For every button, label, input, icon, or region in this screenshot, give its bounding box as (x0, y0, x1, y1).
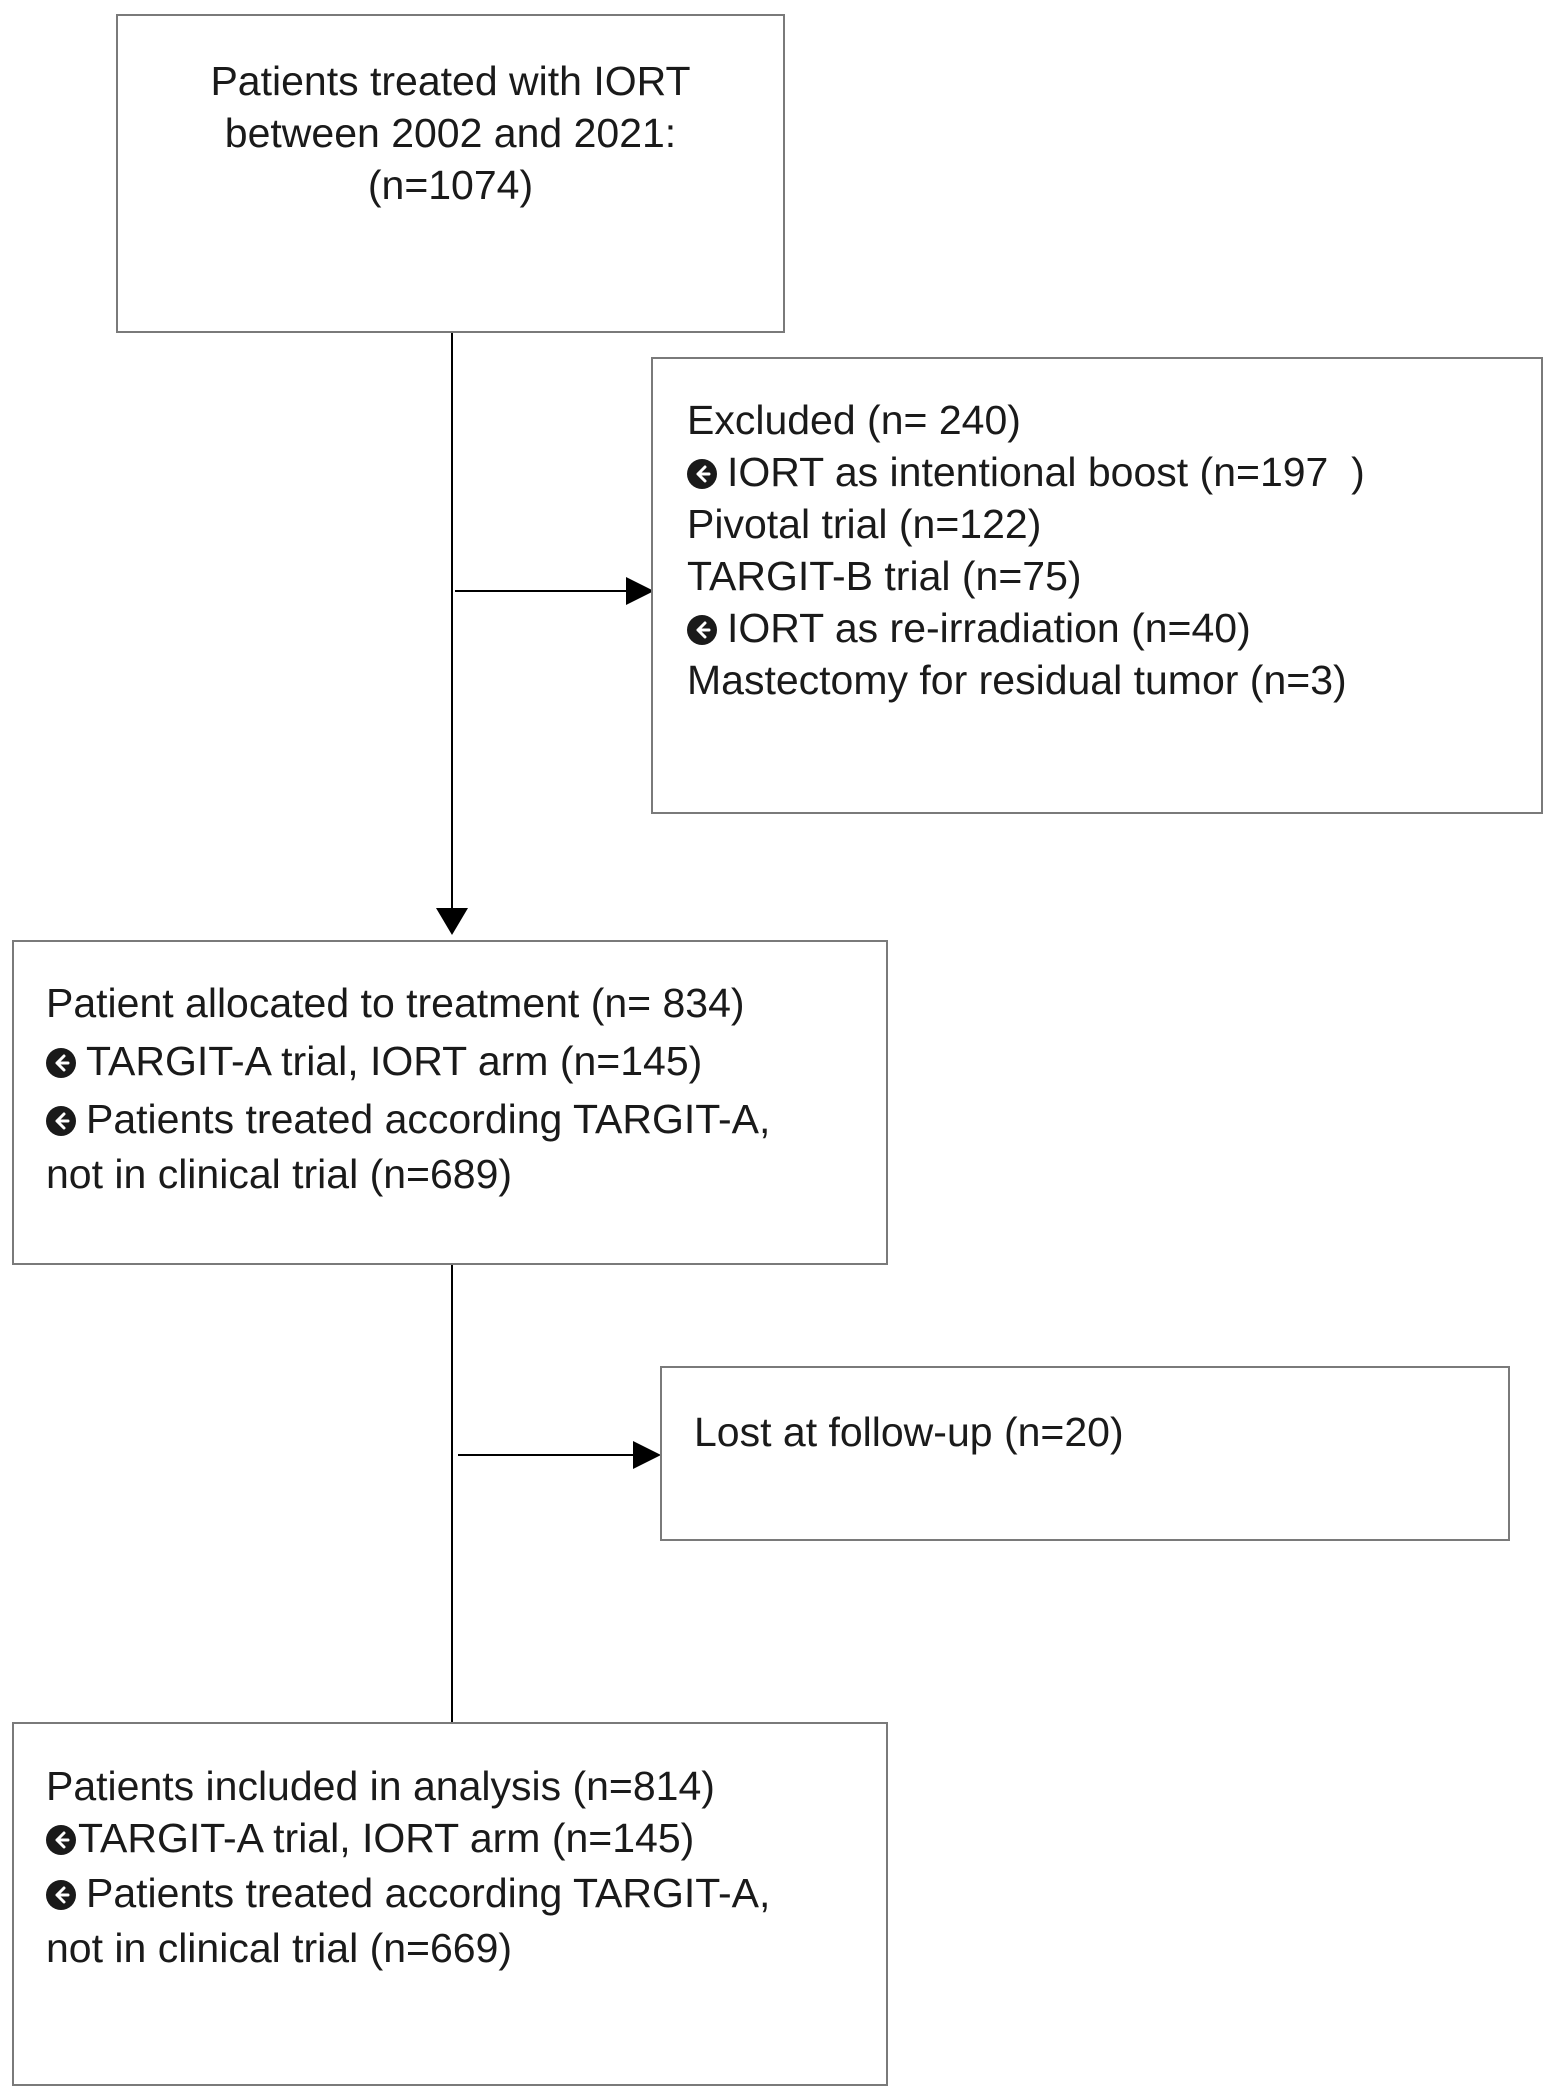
excluded-title: Excluded (n= 240) (687, 397, 1021, 443)
excluded-item-mastectomy: Mastectomy for residual tumor (n=3) (687, 657, 1347, 703)
arrowhead-lost (633, 1441, 661, 1469)
included-item-not-in-trial: Patients treated according TARGIT-A, (46, 1864, 886, 1922)
circle-arrow-left-icon (46, 1880, 76, 1910)
circle-arrow-left-icon (46, 1106, 76, 1136)
start-line-2: between 2002 and 2021: (224, 110, 677, 156)
included-title: Patients included in analysis (n=814) (46, 1763, 715, 1809)
circle-arrow-left-icon (46, 1825, 76, 1855)
box-included: Patients included in analysis (n=814) TA… (12, 1722, 888, 2086)
excluded-item-reirradiation: IORT as re-irradiation (n=40) (687, 602, 1541, 654)
box-patients-treated: Patients treated with IORT between 2002 … (116, 14, 785, 333)
excluded-sub-targit-b: TARGIT-B trial (n=75) (687, 553, 1082, 599)
excluded-item-boost: IORT as intentional boost (n=197 ) (687, 446, 1541, 498)
allocated-item-targit-a-label: TARGIT-A trial, IORT arm (n=145) (86, 1038, 703, 1084)
circle-arrow-left-icon (687, 615, 717, 645)
lost-title: Lost at follow-up (n=20) (694, 1409, 1124, 1455)
included-item-not-in-trial-label: Patients treated according TARGIT-A, (86, 1870, 771, 1916)
allocated-item-not-in-trial-cont: not in clinical trial (n=689) (46, 1151, 513, 1197)
allocated-item-not-in-trial: Patients treated according TARGIT-A, (46, 1090, 886, 1148)
start-line-3: (n=1074) (367, 162, 534, 208)
box-excluded: Excluded (n= 240) IORT as intentional bo… (651, 357, 1543, 814)
included-item-targit-a: TARGIT-A trial, IORT arm (n=145) (46, 1812, 886, 1864)
allocated-item-targit-a: TARGIT-A trial, IORT arm (n=145) (46, 1032, 886, 1090)
allocated-title: Patient allocated to treatment (n= 834) (46, 980, 745, 1026)
arrowhead-allocated (436, 908, 468, 935)
box-lost-followup: Lost at follow-up (n=20) (660, 1366, 1510, 1541)
included-item-targit-a-label: TARGIT-A trial, IORT arm (n=145) (78, 1815, 695, 1861)
allocated-item-not-in-trial-label: Patients treated according TARGIT-A, (86, 1096, 771, 1142)
circle-arrow-left-icon (687, 459, 717, 489)
excluded-sub-pivotal: Pivotal trial (n=122) (687, 501, 1042, 547)
start-line-1: Patients treated with IORT (210, 58, 691, 104)
box-allocated: Patient allocated to treatment (n= 834) … (12, 940, 888, 1265)
included-item-not-in-trial-cont: not in clinical trial (n=669) (46, 1925, 513, 1971)
excluded-item-reirradiation-label: IORT as re-irradiation (n=40) (727, 605, 1251, 651)
circle-arrow-left-icon (46, 1048, 76, 1078)
excluded-item-boost-label: IORT as intentional boost (n=197 ) (727, 449, 1365, 495)
arrowhead-excluded (626, 577, 654, 605)
